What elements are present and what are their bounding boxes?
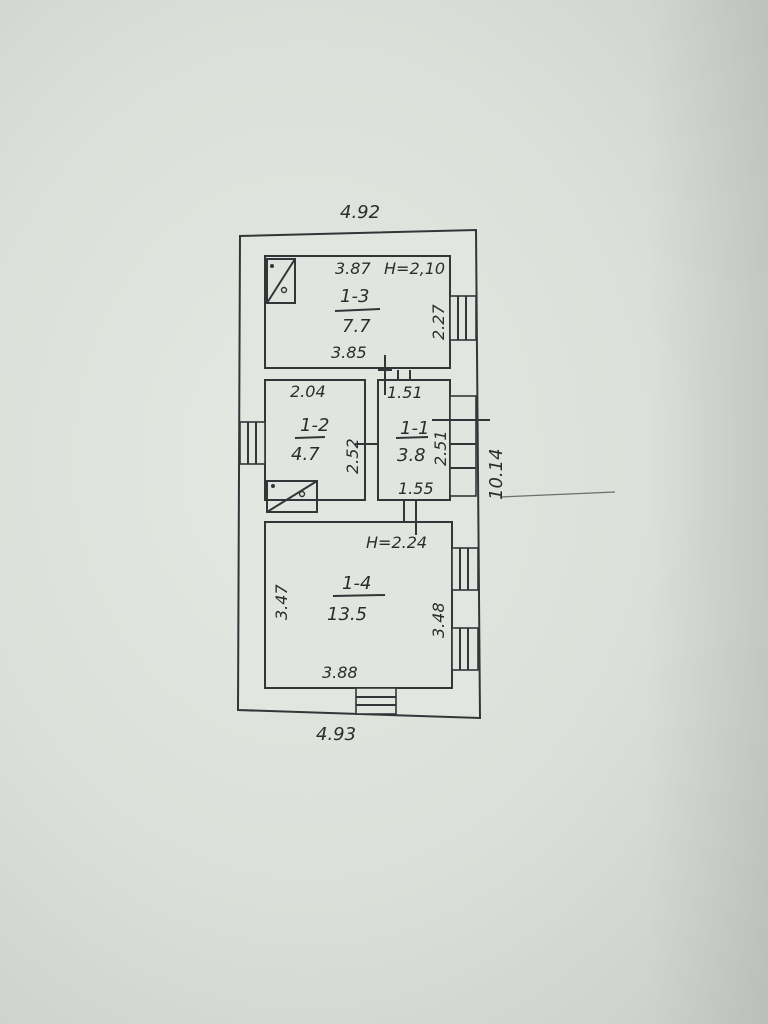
window-right-2 — [449, 395, 477, 497]
room-1-1 — [377, 379, 451, 501]
room-1-1-id: 1-1 — [400, 418, 429, 439]
room-1-1-side-dim: 2.51 — [431, 430, 450, 466]
paper-shadow — [648, 0, 768, 1024]
room-1-4-area: 13.5 — [327, 604, 367, 625]
room-1-4 — [264, 521, 453, 689]
door-marks — [355, 355, 490, 535]
room-1-2-side-dim: 2.52 — [343, 438, 362, 474]
fraction-bar-1-1 — [395, 436, 429, 439]
dim-total-length: 10.14 — [486, 448, 507, 500]
window-right-1 — [449, 295, 477, 341]
room-1-4-right-dim: 3.48 — [429, 602, 448, 638]
room-1-2-area: 4.7 — [291, 444, 320, 465]
room-1-3-height: H=2,10 — [384, 259, 445, 278]
room-1-2-id: 1-2 — [300, 415, 329, 436]
fraction-bar-1-3 — [334, 308, 381, 312]
room-1-1-bottom-dim: 1.55 — [398, 479, 434, 498]
room-1-4-bottom-dim: 3.88 — [322, 663, 358, 682]
stove-symbol-bottom — [266, 480, 318, 513]
room-1-3-side-dim: 2.27 — [429, 304, 448, 340]
room-1-3-id: 1-3 — [340, 286, 369, 307]
room-1-1-area: 3.8 — [397, 445, 426, 466]
dim-bottom-width: 4.93 — [316, 724, 356, 745]
room-1-4-left-dim: 3.47 — [272, 584, 291, 620]
stove-symbol-top — [266, 258, 296, 304]
room-1-3-top-dim: 3.87 — [335, 259, 371, 278]
pencil-stroke — [499, 491, 616, 498]
room-1-3-area: 7.7 — [342, 316, 371, 337]
dim-top-width: 4.92 — [340, 202, 380, 223]
room-1-4-height: H=2.24 — [366, 533, 427, 552]
room-1-4-id: 1-4 — [342, 573, 371, 594]
window-left — [239, 421, 266, 465]
window-right-4 — [451, 627, 479, 671]
room-1-3-bottom-dim: 3.85 — [331, 343, 367, 362]
room-1-1-top-dim: 1.51 — [387, 383, 423, 402]
entrance-door — [355, 687, 397, 715]
room-1-2-top-dim: 2.04 — [290, 382, 326, 401]
window-right-3 — [451, 547, 479, 591]
fraction-bar-1-2 — [294, 436, 326, 439]
fraction-bar-1-4 — [332, 594, 386, 597]
